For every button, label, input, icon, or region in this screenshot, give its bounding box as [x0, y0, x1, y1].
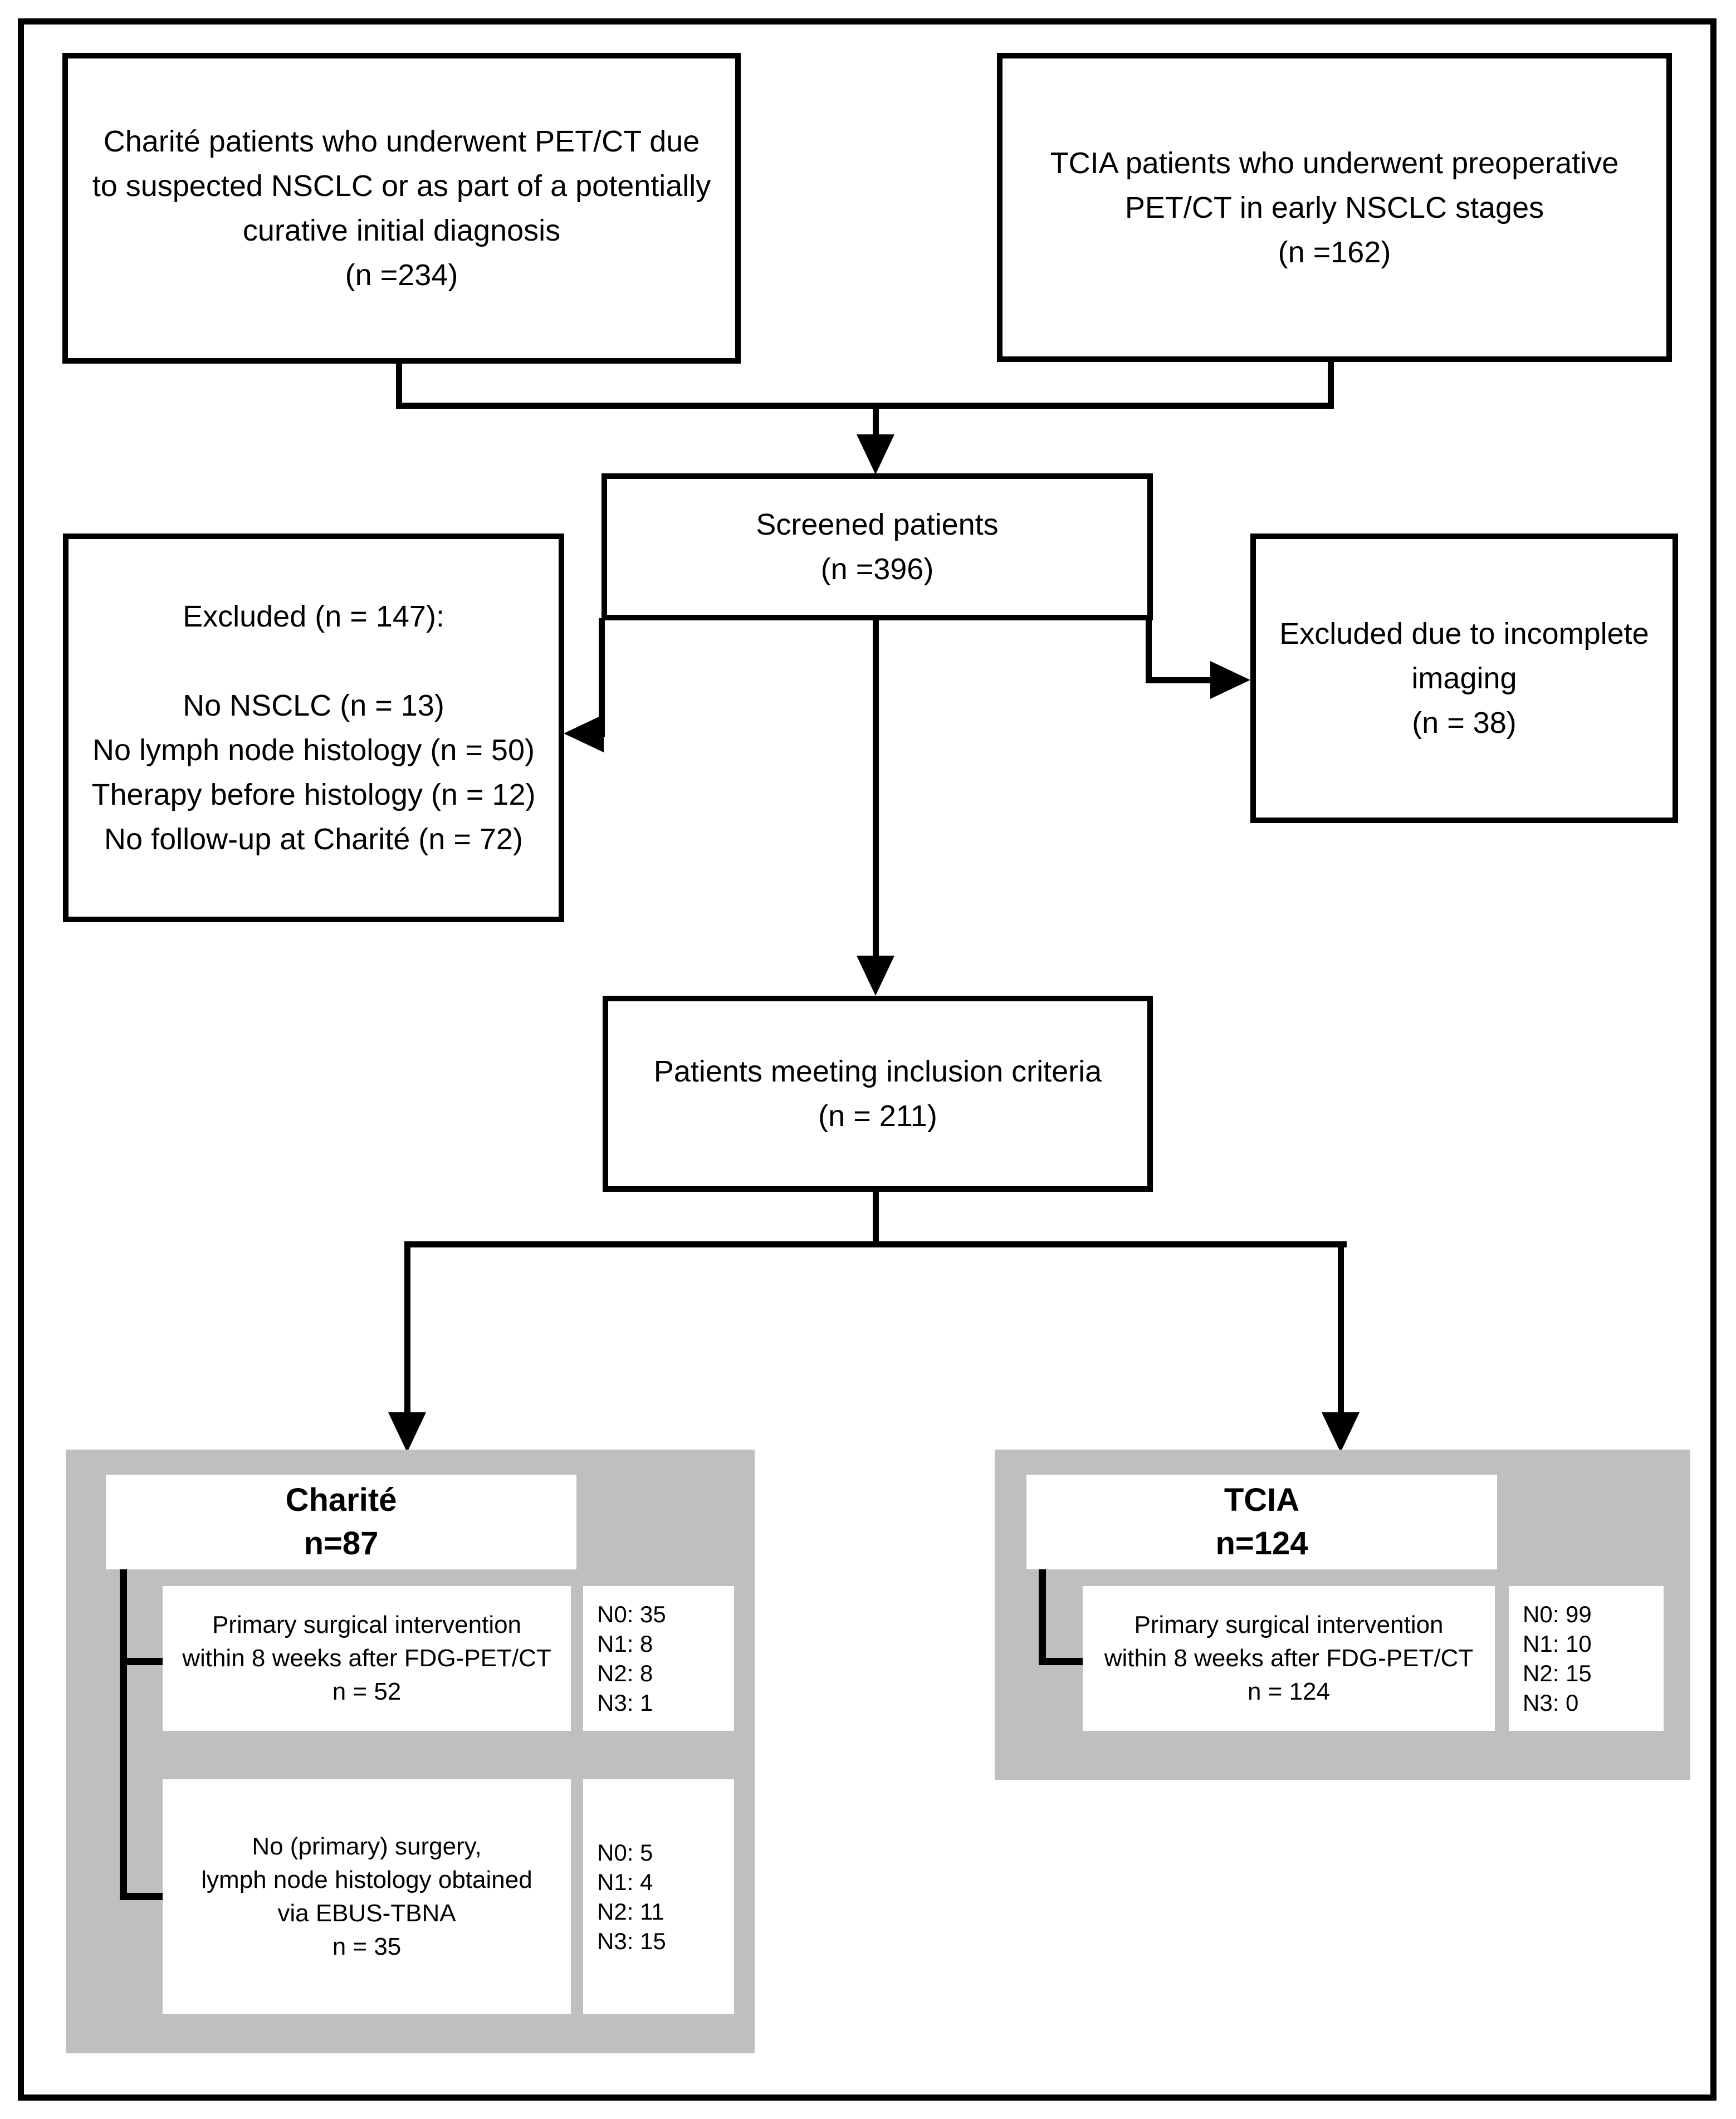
source-box-tcia-text: TCIA patients who underwent preoperative… [1050, 146, 1619, 269]
connector-split-bar [404, 1241, 1347, 1247]
source-box-tcia: TCIA patients who underwent preoperative… [997, 53, 1672, 362]
screened-box: Screened patients (n =396) [602, 473, 1153, 620]
tcia-row-surgery-ndist-text: N0: 99 N1: 10 N2: 15 N3: 0 [1523, 1601, 1592, 1716]
panel-tcia-header: TCIA n=124 [1026, 1475, 1497, 1569]
connector-merge-stem [873, 403, 879, 436]
bracket-tcia-stub-row1 [1039, 1658, 1083, 1665]
source-box-charite: Charité patients who underwent PET/CT du… [62, 53, 741, 364]
connector-screened-to-inclusion [873, 618, 879, 957]
source-box-charite-text: Charité patients who underwent PET/CT du… [92, 125, 711, 292]
arrowhead-to-excluded-charite-icon [564, 715, 604, 752]
bracket-charite-stub-row1 [120, 1658, 163, 1665]
bracket-charite-vertical [120, 1569, 127, 1900]
connector-split-stub [873, 1192, 879, 1247]
inclusion-box-text: Patients meeting inclusion criteria (n =… [653, 1055, 1102, 1133]
connector-tcia-stub [1328, 360, 1334, 409]
charite-row-ebus-text: No (primary) surgery, lymph node histolo… [201, 1832, 532, 1960]
arrowhead-to-panel-tcia-icon [1322, 1412, 1360, 1452]
charite-row-surgery-text: Primary surgical intervention within 8 w… [182, 1611, 551, 1705]
connector-charite-stub [396, 362, 402, 409]
bracket-tcia-vertical [1039, 1569, 1046, 1665]
bracket-charite-stub-row2 [120, 1893, 163, 1900]
charite-row-ebus-box: No (primary) surgery, lymph node histolo… [163, 1779, 571, 2014]
excluded-box-imaging-text: Excluded due to incomplete imaging (n = … [1279, 617, 1649, 740]
charite-row-surgery-ndist-box: N0: 35 N1: 8 N2: 8 N3: 1 [583, 1586, 734, 1731]
panel-charite-title: Charité [285, 1482, 397, 1518]
connector-split-left-drop [404, 1241, 410, 1414]
tcia-row-surgery-text: Primary surgical intervention within 8 w… [1104, 1611, 1474, 1705]
tcia-row-surgery-box: Primary surgical intervention within 8 w… [1083, 1586, 1495, 1731]
excluded-box-charite: Excluded (n = 147): No NSCLC (n = 13) No… [63, 534, 564, 922]
connector-merge-bar [396, 403, 1334, 409]
arrowhead-to-inclusion-icon [857, 956, 894, 996]
tcia-row-surgery-ndist-box: N0: 99 N1: 10 N2: 15 N3: 0 [1509, 1586, 1664, 1731]
arrowhead-to-panel-charite-icon [388, 1412, 426, 1452]
excluded-box-imaging: Excluded due to incomplete imaging (n = … [1250, 534, 1678, 823]
charite-row-ebus-ndist-text: N0: 5 N1: 4 N2: 11 N3: 15 [597, 1839, 666, 1954]
figure-border [18, 18, 1717, 2101]
connector-split-right-drop [1338, 1241, 1344, 1414]
panel-charite-header: Charité n=87 [106, 1475, 576, 1569]
panel-tcia-title: TCIA [1224, 1482, 1300, 1518]
connector-excluded-right-drop [1146, 618, 1152, 683]
panel-tcia-count: n=124 [1215, 1525, 1308, 1562]
panel-charite-count: n=87 [304, 1525, 379, 1562]
connector-excluded-left-drop [599, 618, 605, 737]
inclusion-box: Patients meeting inclusion criteria (n =… [603, 996, 1153, 1192]
arrowhead-to-screened-icon [857, 434, 894, 474]
charite-row-surgery-ndist-text: N0: 35 N1: 8 N2: 8 N3: 1 [597, 1601, 666, 1716]
screened-box-text: Screened patients (n =396) [756, 508, 999, 586]
charite-row-surgery-box: Primary surgical intervention within 8 w… [163, 1586, 571, 1731]
connector-excluded-right-run [1146, 677, 1212, 683]
charite-row-ebus-ndist-box: N0: 5 N1: 4 N2: 11 N3: 15 [583, 1779, 734, 2014]
arrowhead-to-excluded-imaging-icon [1210, 661, 1250, 699]
excluded-box-charite-text: Excluded (n = 147): No NSCLC (n = 13) No… [91, 600, 536, 856]
